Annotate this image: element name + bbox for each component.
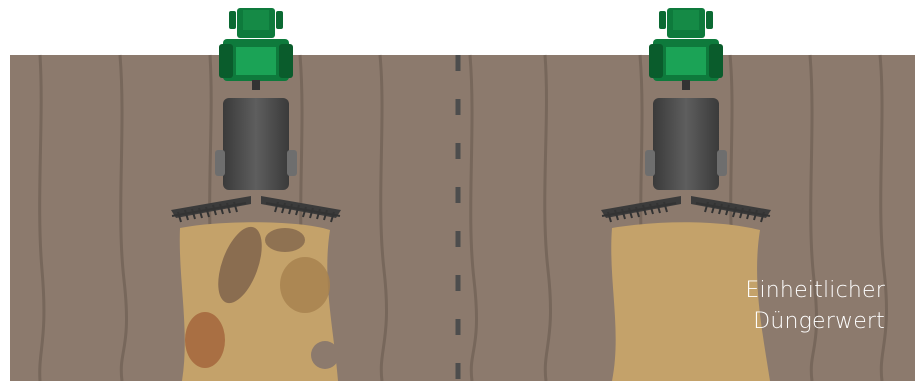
caption-line-2: Düngerwert <box>745 306 885 337</box>
caption-line-1: Einheitlicher <box>745 275 885 306</box>
uniform-fertilizer-caption: Einheitlicher Düngerwert <box>745 275 885 337</box>
tractor-icon <box>649 8 723 90</box>
tractor-icon <box>219 8 293 90</box>
